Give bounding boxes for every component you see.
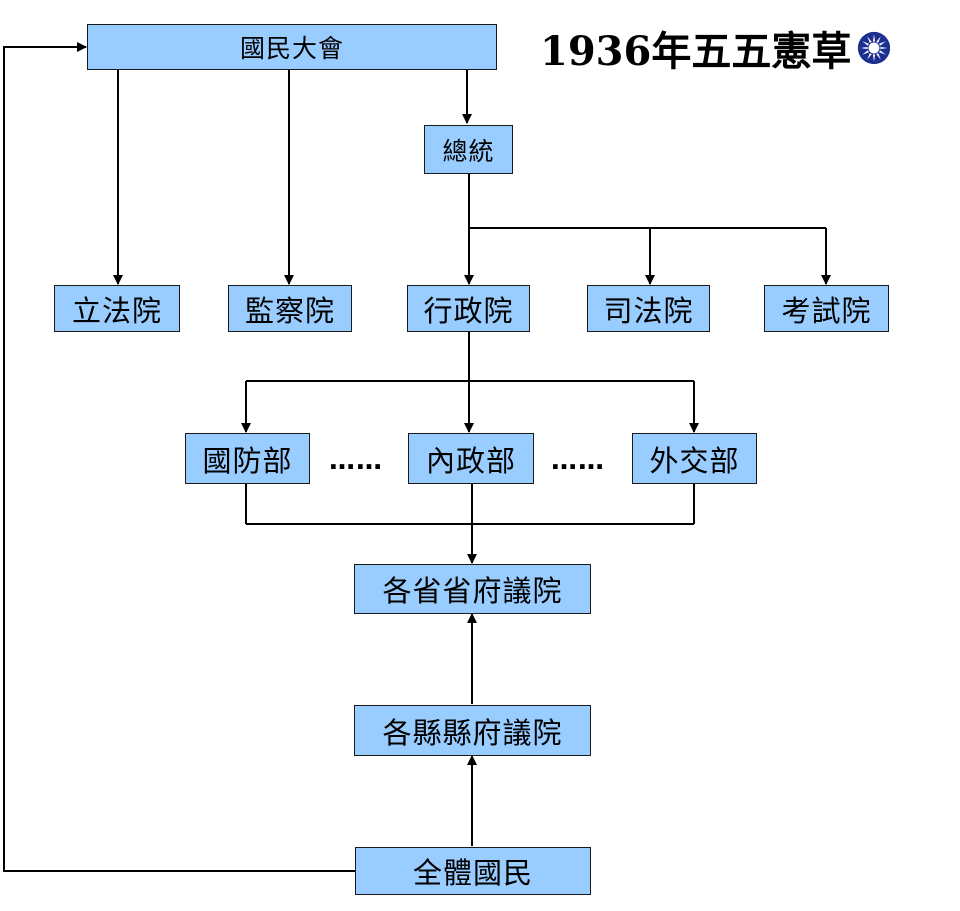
ellipsis-right: ……	[551, 446, 605, 476]
edge-citizens-assembly	[3, 42, 355, 872]
sun-ray	[876, 36, 882, 44]
ellipsis-left: ……	[329, 446, 383, 476]
sun-ray	[862, 41, 870, 47]
node-legislative-yuan: 立法院	[54, 285, 180, 332]
node-control-yuan: 監察院	[228, 285, 352, 332]
sun-ray	[880, 46, 888, 50]
diagram-title-area: 1936年五五憲草	[540, 22, 891, 75]
sun-ray	[867, 52, 873, 60]
sun-ray	[860, 46, 869, 50]
node-ministry-defense: 國防部	[185, 433, 310, 484]
node-provincial-councils: 各省省府議院	[354, 564, 591, 614]
node-county-councils: 各縣縣府議院	[354, 705, 591, 756]
sun-emblem-icon	[858, 31, 891, 65]
node-president: 總統	[424, 125, 513, 174]
sun-ray	[876, 52, 882, 60]
sun-ray	[867, 36, 873, 44]
node-national-assembly: 國民大會	[87, 24, 497, 70]
node-all-citizens: 全體國民	[355, 847, 591, 895]
node-judicial-yuan: 司法院	[587, 285, 710, 332]
node-ministry-interior: 內政部	[408, 433, 534, 484]
sun-ray	[873, 53, 876, 62]
sun-ray	[878, 41, 887, 47]
sun-ray	[873, 34, 876, 43]
sun-ray	[862, 49, 870, 55]
node-executive-yuan: 行政院	[407, 285, 530, 332]
node-ministry-foreign: 外交部	[632, 433, 757, 484]
diagram-title: 1936年五五憲草	[540, 28, 852, 75]
node-examination-yuan: 考試院	[764, 285, 889, 332]
sun-ray	[878, 49, 887, 55]
